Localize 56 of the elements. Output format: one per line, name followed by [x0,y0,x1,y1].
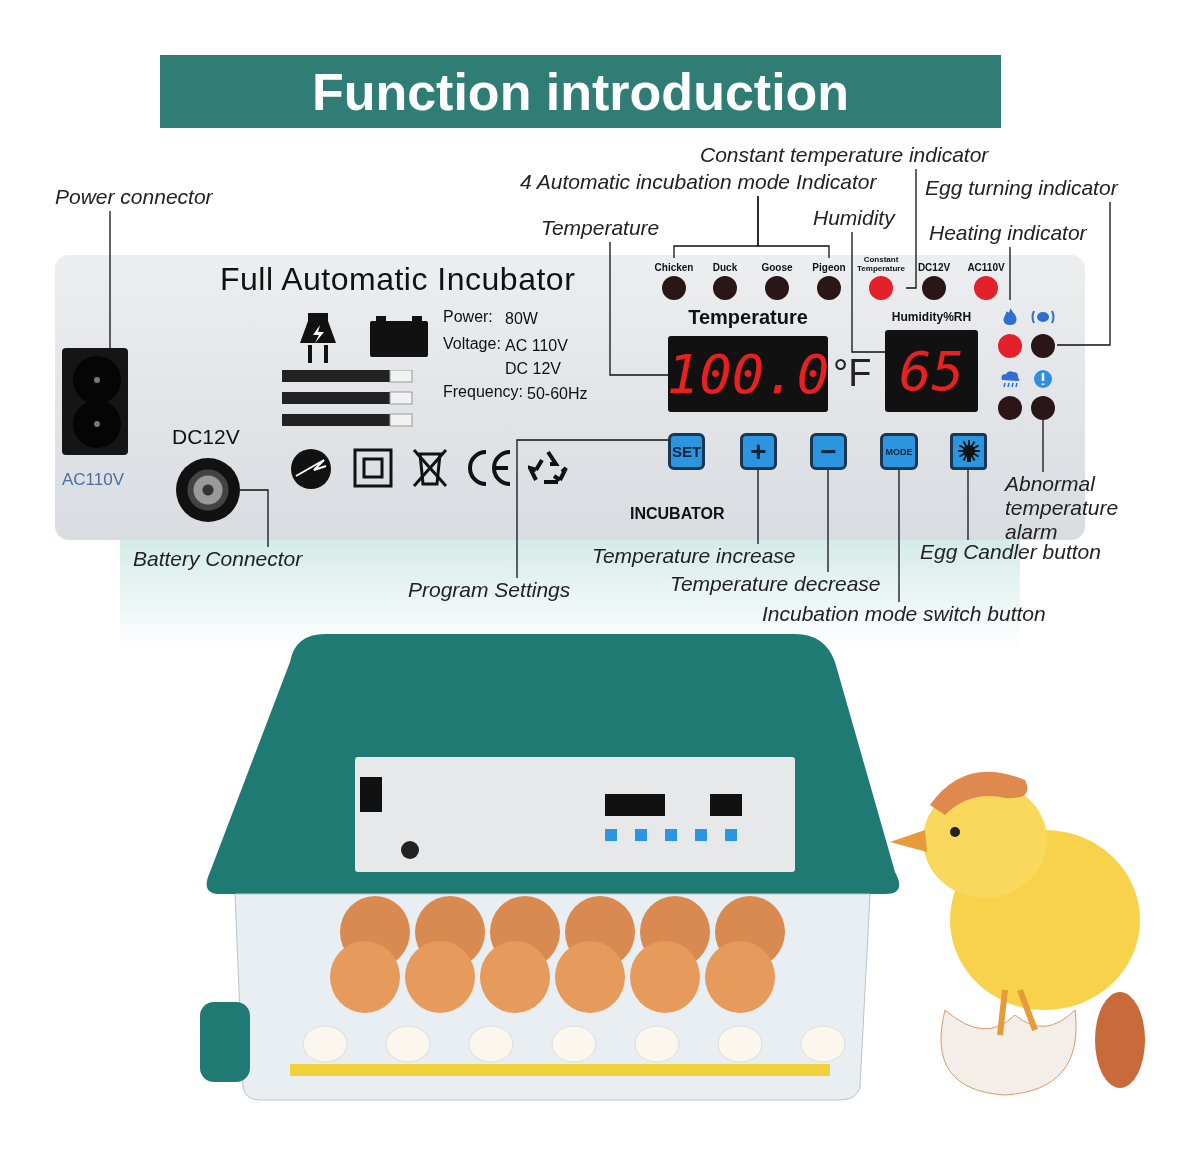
leader-line [1009,246,1011,301]
panel-label: 50-60Hz [527,385,588,403]
indicator-label: Pigeon [812,263,846,273]
display-heading: Temperature [687,306,809,329]
indicator-label: Constant Temperature [856,255,906,273]
indicator-label: AC110V [967,263,1005,273]
leader-line [757,195,830,259]
callout-text: Heating indicator [929,221,1104,247]
indicator-label: Duck [712,263,738,273]
panel-label: DC12V [172,425,240,449]
callout-text: Temperature decrease [670,572,900,598]
leader-line [1042,419,1044,473]
panel-label: Power: [443,308,493,326]
candler-button [950,433,987,470]
power-socket [62,348,128,455]
callout-text: Temperature [541,216,676,242]
humidity-display: 65 [885,330,978,412]
indicator-label: Goose [761,263,793,273]
leader-line [905,168,917,289]
callout-text: Temperature increase [592,544,817,570]
leader-line [1056,201,1111,346]
panel-label: AC110V [62,470,125,490]
panel-label: Voltage: [443,335,501,353]
panel-label: 80W [505,310,538,328]
display-heading: Humidity%RH [890,310,973,324]
callout-text: Power connector [55,185,225,211]
callout-text: Program Settings [408,578,588,604]
panel-label: DC 12V [505,360,562,378]
panel-heading: Full Automatic Incubator [220,261,576,298]
leader-line [609,241,669,376]
callout-text: Egg turning indicator [925,176,1140,202]
title-banner: Function introduction [160,55,1001,128]
indicator-label: DC12V [917,263,951,273]
panel-label: AC 110V [505,337,568,355]
leader-line [898,469,900,603]
mode-button: MODE [880,433,918,470]
panel-label: INCUBATOR [630,505,725,523]
set-button: SET [668,433,705,470]
callout-text: 4 Automatic incubation mode Indicator [520,170,895,196]
plus-button: + [740,433,777,470]
leader-line [109,210,111,349]
panel-label: Frequency: [443,383,524,401]
leader-line [757,469,759,545]
temperature-display: 100.0 [668,336,828,412]
callout-text: Incubation mode switch button [762,602,1062,628]
unit-label: °F [833,352,872,395]
indicator-label: Chicken [654,263,694,273]
callout-text: Constant temperature indicator [700,143,1010,169]
leader-line [516,439,669,579]
leader-line [239,489,269,548]
leader-line [851,231,886,353]
callout-text: Humidity [813,206,908,232]
leader-line [967,469,969,541]
leader-line [827,469,829,573]
minus-button: − [810,433,847,470]
callout-text: Battery Connector [133,547,333,573]
